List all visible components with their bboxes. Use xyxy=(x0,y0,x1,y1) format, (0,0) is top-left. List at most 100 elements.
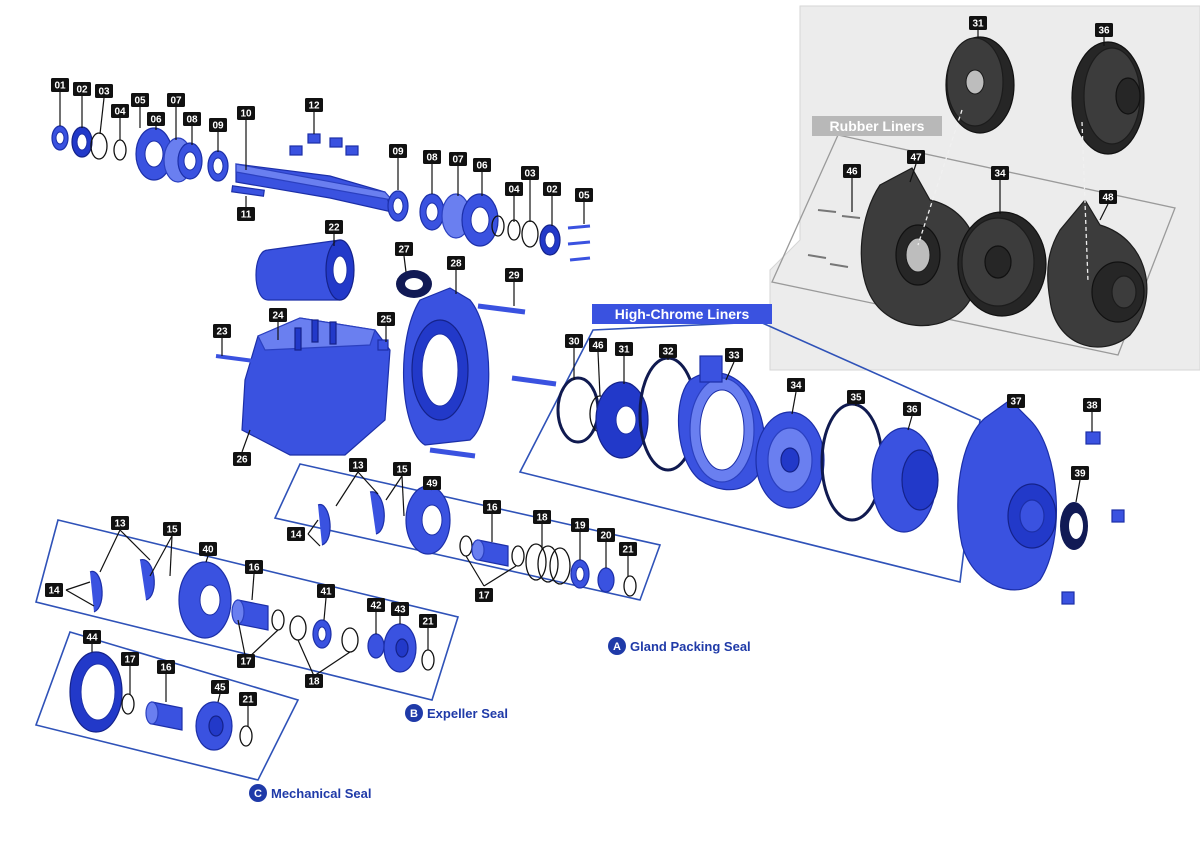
part-number: 17 xyxy=(124,655,136,666)
part-tag-bg xyxy=(167,93,185,107)
seal-section-c-label: C Mechanical Seal xyxy=(249,784,371,802)
part-tag: 43 xyxy=(391,602,409,616)
part-tag-bg xyxy=(395,242,413,256)
part-number: 20 xyxy=(600,531,612,542)
part-tag-bg xyxy=(659,344,677,358)
part-tag: 08 xyxy=(183,112,201,126)
part-tag-bg xyxy=(233,452,251,466)
part-tag-bg xyxy=(423,476,441,490)
part-tag-bg xyxy=(391,602,409,616)
part-tag-bg xyxy=(325,220,343,234)
part-tag-bg xyxy=(843,164,861,178)
part-tag-bg xyxy=(615,342,633,356)
bearing-assembly-left xyxy=(51,125,229,183)
part-tag: 08 xyxy=(423,150,441,164)
bolts-23-25 xyxy=(215,339,389,364)
part-tag: 40 xyxy=(199,542,217,556)
part-tag-bg xyxy=(597,528,615,542)
part-tag: 34 xyxy=(991,166,1009,180)
part-tag: 30 xyxy=(565,334,583,348)
seal-b-parts xyxy=(89,559,435,673)
part-tag-bg xyxy=(317,584,335,598)
part-tag: 48 xyxy=(1099,190,1117,204)
loose-nuts xyxy=(1061,509,1125,605)
part-tag-bg xyxy=(505,182,523,196)
hc-impeller-34 xyxy=(755,411,825,509)
part-tag-bg xyxy=(565,334,583,348)
part-tag: 09 xyxy=(209,118,227,132)
part-tag: 45 xyxy=(211,680,229,694)
part-tag: 41 xyxy=(317,584,335,598)
seal-b-badge xyxy=(405,704,423,722)
part-tag-bg xyxy=(521,166,539,180)
part-tag: 07 xyxy=(167,93,185,107)
hc-volute-33 xyxy=(677,355,766,491)
part-tag-bg xyxy=(211,680,229,694)
part-number: 31 xyxy=(972,19,984,30)
part-tag-bg xyxy=(51,78,69,92)
part-number: 16 xyxy=(486,503,498,514)
part-tag-bg xyxy=(1007,394,1025,408)
part-tag-bg xyxy=(543,182,561,196)
seal-a-parts xyxy=(317,485,637,597)
part-tag-bg xyxy=(209,118,227,132)
part-tag: 04 xyxy=(111,104,129,118)
part-tag: 39 xyxy=(1071,466,1089,480)
hc-cover-liner-36 xyxy=(871,427,939,533)
part-tag-bg xyxy=(483,500,501,514)
part-number: 35 xyxy=(850,393,862,404)
part-number: 44 xyxy=(86,633,98,644)
part-tag-bg xyxy=(571,518,589,532)
part-tag: 17 xyxy=(121,652,139,666)
part-number: 26 xyxy=(236,455,248,466)
rubber-frame-liner-part xyxy=(860,167,980,327)
part-tag: 27 xyxy=(395,242,413,256)
nut-38 xyxy=(1085,431,1101,445)
part-number: 31 xyxy=(618,345,630,356)
part-tag: 36 xyxy=(903,402,921,416)
part-tag-bg xyxy=(237,106,255,120)
bearing-assembly-right xyxy=(387,190,591,262)
part-number: 16 xyxy=(160,663,172,674)
part-tag: 22 xyxy=(325,220,343,234)
part-tag-bg xyxy=(619,542,637,556)
part-tag: 11 xyxy=(237,207,255,221)
part-number: 14 xyxy=(290,530,302,541)
seal-a-badge xyxy=(608,637,626,655)
part-number: 23 xyxy=(216,327,228,338)
tie-bolts xyxy=(429,303,557,459)
part-tag: 36 xyxy=(1095,23,1113,37)
part-number: 33 xyxy=(728,351,740,362)
part-tag: 37 xyxy=(1007,394,1025,408)
rubber-liners-panel: Rubber Liners xyxy=(769,5,1200,371)
part-tag-bg xyxy=(475,588,493,602)
part-number: 32 xyxy=(662,347,674,358)
part-tag: 38 xyxy=(1083,398,1101,412)
seal-c-title: Mechanical Seal xyxy=(271,786,371,801)
part-tag: 32 xyxy=(659,344,677,358)
part-number: 22 xyxy=(328,223,340,234)
rubber-liner-bolts xyxy=(807,209,861,268)
part-tag: 15 xyxy=(163,522,181,536)
part-tag: 09 xyxy=(389,144,407,158)
part-tag: 20 xyxy=(597,528,615,542)
part-tag-bg xyxy=(907,150,925,164)
part-number: 09 xyxy=(392,147,404,158)
part-number: 46 xyxy=(592,341,604,352)
part-tag: 35 xyxy=(847,390,865,404)
seal-b-title: Expeller Seal xyxy=(427,706,508,721)
part-number: 17 xyxy=(478,591,490,602)
part-tag: 18 xyxy=(533,510,551,524)
part-tag-bg xyxy=(991,166,1009,180)
part-tag: 10 xyxy=(237,106,255,120)
part-tag-bg xyxy=(419,614,437,628)
part-number: 06 xyxy=(150,115,162,126)
seal-c-badge xyxy=(249,784,267,802)
seal-a-letter: A xyxy=(613,641,621,653)
part-tag: 14 xyxy=(287,527,305,541)
part-number: 03 xyxy=(98,87,110,98)
part-tag: 15 xyxy=(393,462,411,476)
part-tag: 01 xyxy=(51,78,69,92)
